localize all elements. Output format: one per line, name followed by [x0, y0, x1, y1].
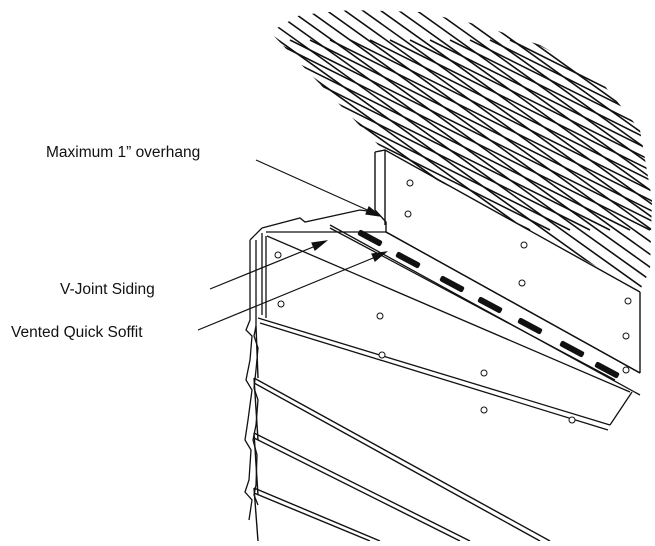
shingle-line — [270, 39, 651, 231]
vent-slot-body — [439, 275, 465, 293]
nail-hole-icon — [406, 179, 414, 187]
shingle-line — [329, 10, 652, 290]
shingle-line — [270, 10, 625, 290]
vent-slot-body — [594, 361, 620, 379]
nail-hole-icon — [274, 251, 282, 259]
shingle-line — [270, 39, 511, 231]
shingle-line — [365, 10, 652, 290]
nail-hole-icon — [622, 332, 630, 340]
shingle-line — [275, 10, 652, 290]
shingle-line — [545, 10, 652, 290]
nail-hole-icon — [378, 351, 386, 359]
shingle-line — [409, 39, 652, 231]
vent-slot-icon — [439, 275, 465, 293]
shingle-line — [369, 39, 652, 231]
shingle-line — [635, 10, 652, 290]
vent-slot-icon — [395, 251, 421, 269]
nail-hole-icon — [404, 210, 412, 218]
nail-hole-icon — [480, 406, 488, 414]
arrowhead-icon — [365, 206, 383, 217]
leader-lines — [197, 159, 389, 331]
overhang-callout-label: Maximum 1” overhang — [46, 144, 201, 161]
vent-slot-body — [517, 317, 543, 335]
vent-slot-icon — [357, 229, 383, 247]
shingle-line — [617, 10, 652, 290]
siding-course-line — [253, 492, 371, 542]
shingle-line — [270, 39, 571, 231]
siding-joint-line — [255, 325, 259, 379]
siding-course-line — [253, 432, 471, 542]
siding-joint-line — [253, 487, 259, 542]
leader-siding — [209, 244, 319, 290]
shingle-line — [389, 39, 652, 231]
shingle-line — [270, 39, 631, 231]
shingle-line — [401, 10, 652, 290]
vent-slot-body — [357, 229, 383, 247]
nail-hole-icon — [568, 416, 576, 424]
shingle-line — [311, 10, 652, 290]
vent-slot-body — [395, 251, 421, 269]
shingle-line — [270, 39, 531, 231]
shingle-line — [289, 39, 652, 231]
shingle-line — [649, 39, 652, 231]
vent-slot-icon — [477, 296, 503, 314]
nail-hole-icon — [376, 312, 384, 320]
nail-hole-icon — [622, 366, 630, 374]
nail-hole-icon — [624, 297, 632, 305]
siding-course-line — [253, 382, 541, 542]
shingle-line — [293, 10, 652, 290]
vent-slot-icon — [594, 361, 620, 379]
nail-hole-icon — [518, 279, 526, 287]
vent-slot-icons — [357, 229, 620, 379]
shingle-line — [270, 39, 491, 231]
siding-joint-line — [253, 432, 259, 496]
siding-course-line — [253, 377, 551, 542]
soffit-callout-label: Vented Quick Soffit — [11, 324, 143, 341]
arrowhead-icon — [371, 251, 389, 262]
shingle-line — [347, 10, 652, 290]
shingle-line — [469, 39, 652, 231]
vent-slot-body — [477, 296, 503, 314]
v-joint-siding-courses — [253, 325, 551, 542]
leader-overhang — [255, 159, 375, 214]
shingle-line — [270, 39, 471, 231]
siding-course-line — [253, 437, 461, 542]
nail-hole-icon — [520, 241, 528, 249]
shingle-line — [270, 39, 551, 231]
siding-callout-label: V-Joint Siding — [60, 281, 155, 298]
vent-slot-icon — [517, 317, 543, 335]
shingle-line — [449, 39, 652, 231]
shingle-line — [489, 39, 652, 231]
vent-slot-icon — [559, 340, 585, 358]
shingle-line — [309, 39, 652, 231]
nail-hole-icon — [277, 300, 285, 308]
shingle-line — [383, 10, 652, 290]
shingle-line — [455, 10, 652, 290]
nail-hole-icons — [274, 179, 632, 424]
shingle-line — [509, 39, 652, 231]
leader-soffit — [197, 255, 379, 331]
siding-course-line — [253, 487, 381, 542]
shingle-line — [329, 39, 652, 231]
vent-slot-body — [559, 340, 585, 358]
shingle-line — [270, 10, 643, 290]
nail-hole-icon — [480, 369, 488, 377]
shingle-line — [429, 39, 652, 231]
siding-joint-line — [253, 377, 259, 441]
wall-break-line — [244, 240, 259, 521]
shingle-line — [349, 39, 652, 231]
arrowhead-icon — [311, 240, 329, 251]
shingle-line — [270, 10, 652, 290]
shingle-line — [473, 10, 652, 290]
